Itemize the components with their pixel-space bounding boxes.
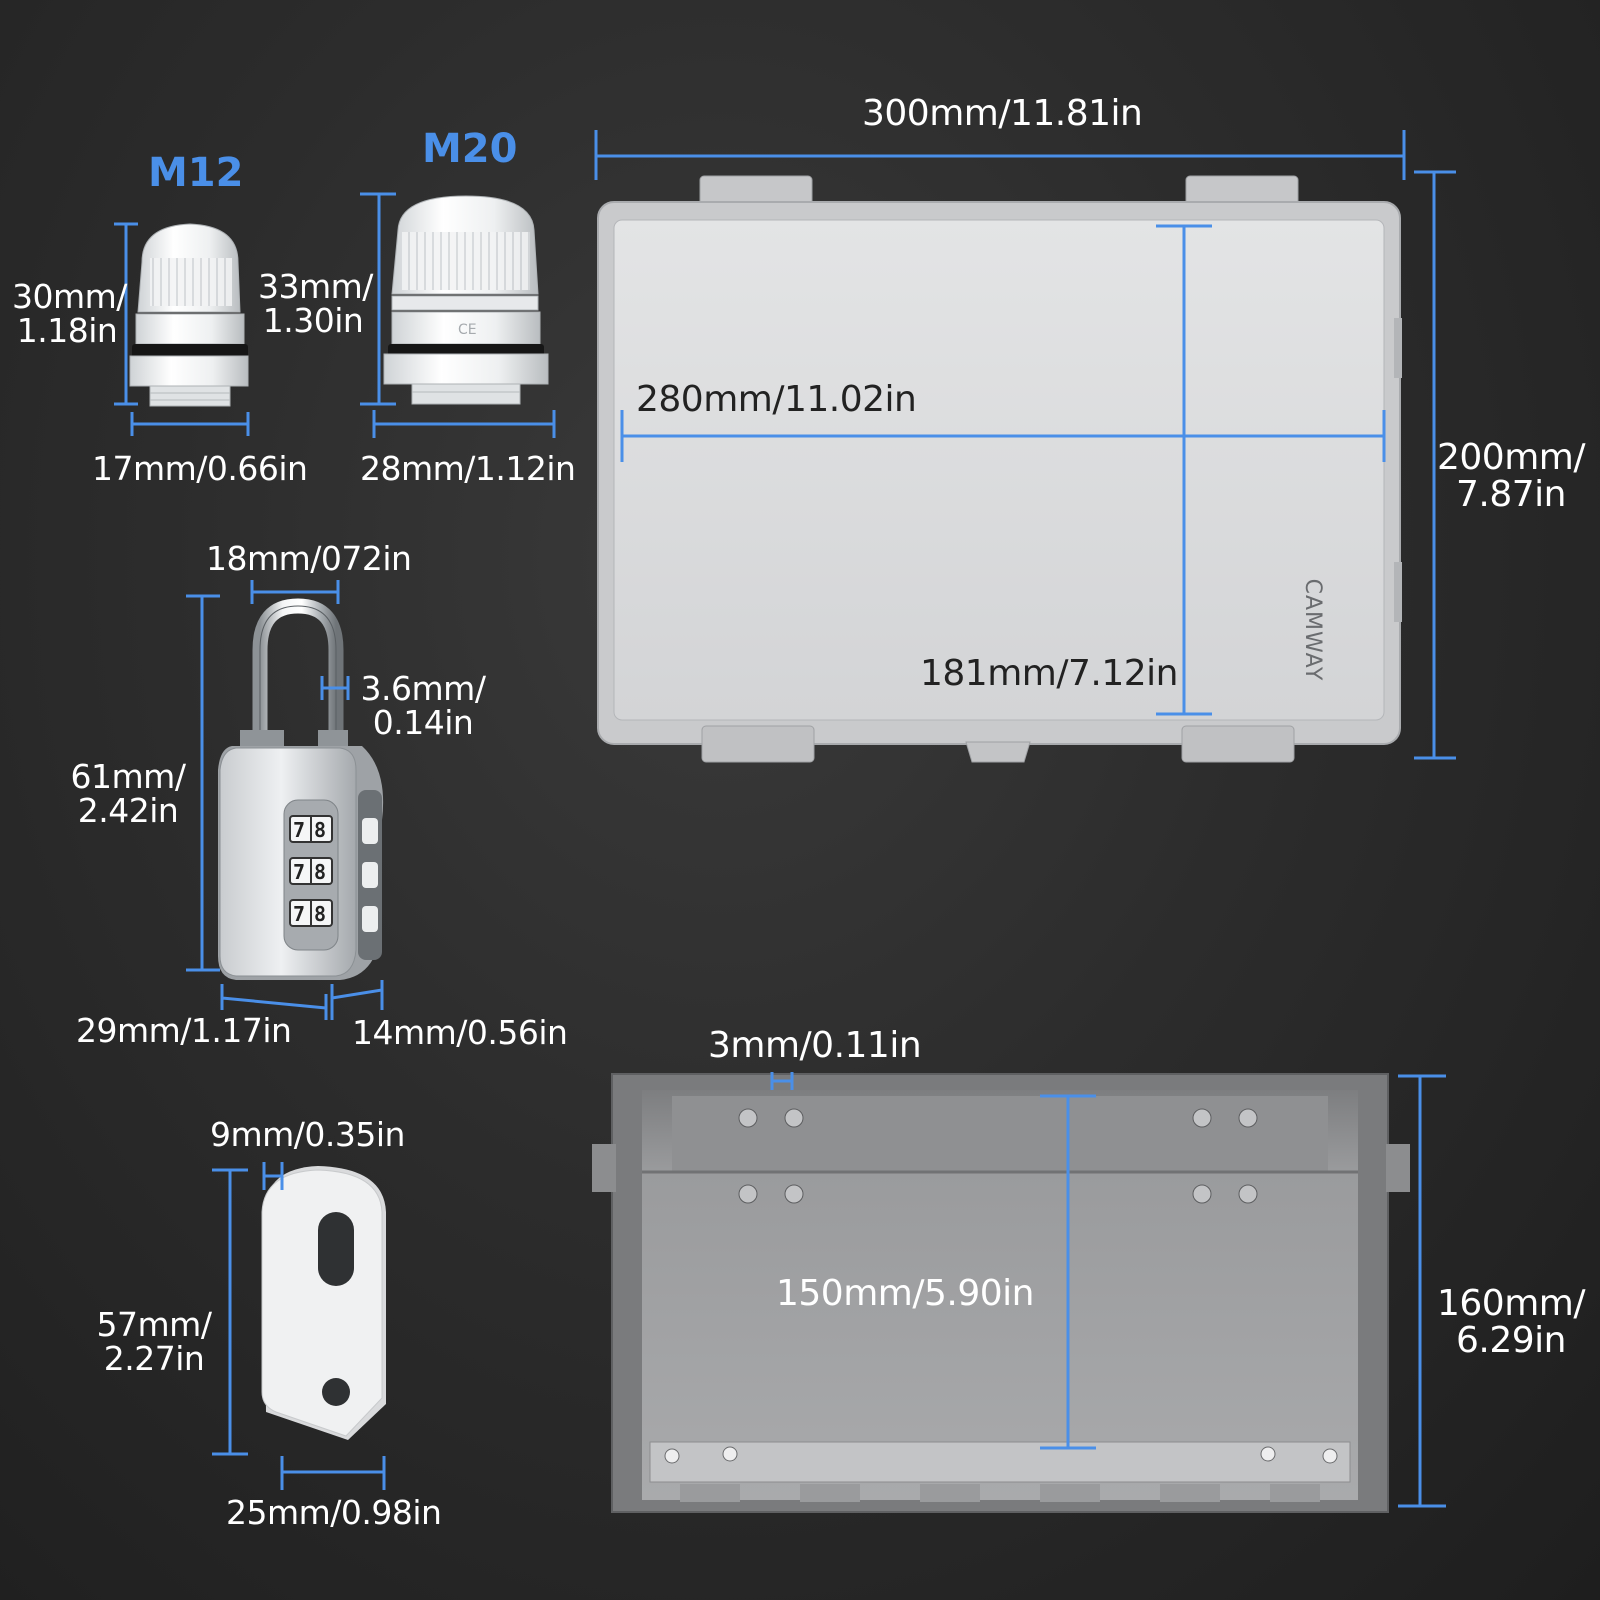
lid-inner-width-label: 280mm/11.02in xyxy=(636,379,917,420)
box-outer-depth-label: 160mm/ 6.29in xyxy=(1436,1283,1586,1361)
bracket-height-label: 57mm/ 2.27in xyxy=(96,1308,212,1375)
m12-cable-gland xyxy=(129,223,249,407)
enclosure-box xyxy=(592,1073,1410,1513)
bracket-thickness-line xyxy=(262,1162,284,1190)
brand-logo: CAMWAY xyxy=(1300,579,1325,682)
m20-height-line xyxy=(360,192,396,406)
bracket-height-mm: 57mm/ xyxy=(96,1305,212,1344)
m12-width-line xyxy=(130,412,250,436)
m20-height-mm: 33mm/ xyxy=(258,267,373,306)
dimension-lines xyxy=(114,130,1456,1508)
m20-width-label: 28mm/1.12in xyxy=(360,449,576,488)
lid-outer-height-label: 200mm/ 7.87in xyxy=(1436,437,1586,515)
shackle-thickness-mm: 3.6mm/ xyxy=(360,669,486,708)
box-outer-depth-line xyxy=(1398,1074,1446,1508)
m12-height-label: 30mm/ 1.18in xyxy=(12,277,127,350)
padlock-depth-line xyxy=(330,980,384,1020)
m12-height-line xyxy=(114,222,138,406)
padlock-width-label: 29mm/1.17in xyxy=(76,1011,292,1050)
bracket-width-line xyxy=(280,1456,386,1490)
bracket-width-label: 25mm/0.98in xyxy=(226,1493,442,1532)
dial-1-digit-a: 7 xyxy=(293,818,305,842)
wall-thickness-label: 3mm/0.11in xyxy=(708,1025,922,1066)
m20-height-in: 1.30in xyxy=(262,300,364,340)
padlock-height-in: 2.42in xyxy=(77,790,179,830)
shackle-thickness-in: 0.14in xyxy=(372,702,474,742)
mounting-bracket xyxy=(261,1166,386,1440)
dial-1-digit-b: 8 xyxy=(314,818,326,842)
m12-width-label: 17mm/0.66in xyxy=(92,449,308,488)
lid-outer-width-line xyxy=(594,130,1406,180)
box-inner-depth-label: 150mm/5.90in xyxy=(776,1273,1034,1314)
shackle-width-line xyxy=(250,580,340,604)
m12-height-in: 1.18in xyxy=(16,310,118,350)
m12-title: M12 xyxy=(148,150,244,196)
m12-height-mm: 30mm/ xyxy=(12,277,127,316)
shackle-thickness-label: 3.6mm/ 0.14in xyxy=(358,672,488,739)
m20-width-line xyxy=(372,410,556,438)
m20-height-label: 33mm/ 1.30in xyxy=(258,267,373,340)
lid-outer-height-line xyxy=(1414,170,1456,760)
padlock-height-line xyxy=(186,594,220,972)
enclosure-lid: CAMWAY xyxy=(597,175,1402,763)
padlock-width-line xyxy=(220,984,328,1020)
m20-title: M20 xyxy=(422,126,518,172)
dial-2-digit-a: 7 xyxy=(293,860,305,884)
lid-inner-height-line xyxy=(1156,224,1212,716)
padlock-height-label: 61mm/ 2.42in xyxy=(70,760,186,827)
padlock-height-mm: 61mm/ xyxy=(70,757,186,796)
box-outer-depth-in: 6.29in xyxy=(1456,1319,1566,1361)
box-inner-depth-line xyxy=(1040,1094,1096,1450)
lid-outer-height-mm: 200mm/ xyxy=(1437,437,1585,478)
lid-inner-height-label: 181mm/7.12in xyxy=(920,653,1178,694)
bracket-height-in: 2.27in xyxy=(103,1338,205,1378)
dial-2-digit-b: 8 xyxy=(314,860,326,884)
shackle-width-label: 18mm/072in xyxy=(206,539,412,578)
lid-outer-width-label: 300mm/11.81in xyxy=(862,93,1143,134)
shackle-thickness-line xyxy=(320,676,350,700)
dial-3-digit-a: 7 xyxy=(293,902,305,926)
combination-padlock: 7 8 7 8 7 8 xyxy=(218,598,384,980)
padlock-dials: 7 8 7 8 7 8 xyxy=(289,815,333,927)
dial-3-digit-b: 8 xyxy=(314,902,326,926)
bracket-height-line xyxy=(212,1168,248,1456)
wall-thickness-line xyxy=(770,1072,794,1090)
padlock-depth-label: 14mm/0.56in xyxy=(352,1013,568,1052)
ce-mark: CE xyxy=(458,322,477,338)
bracket-thickness-label: 9mm/0.35in xyxy=(210,1115,405,1154)
lid-outer-height-in: 7.87in xyxy=(1456,473,1566,515)
m20-cable-gland xyxy=(383,195,549,405)
lid-inner-width-line xyxy=(620,410,1386,462)
box-outer-depth-mm: 160mm/ xyxy=(1437,1283,1585,1324)
